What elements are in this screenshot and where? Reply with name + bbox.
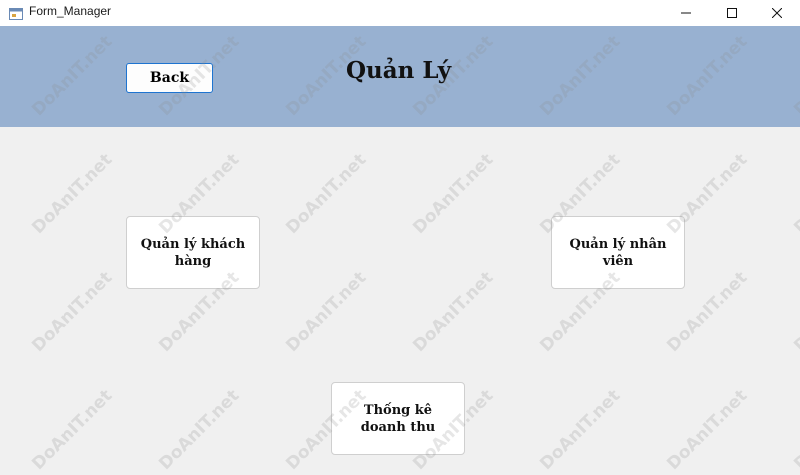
watermark-text: DoAnIT.net xyxy=(663,385,752,475)
watermark-text: DoAnIT.net xyxy=(790,385,800,475)
manage-staff-button[interactable]: Quản lý nhân viên xyxy=(551,216,685,289)
page-title: Quản Lý xyxy=(346,57,452,84)
watermark-text: DoAnIT.net xyxy=(409,149,498,239)
watermark-text: DoAnIT.net xyxy=(28,385,117,475)
close-icon xyxy=(772,8,782,18)
maximize-button[interactable] xyxy=(709,0,755,26)
watermark-text: DoAnIT.net xyxy=(28,267,117,357)
window-title: Form_Manager xyxy=(29,4,112,18)
watermark-text: DoAnIT.net xyxy=(282,267,371,357)
form-app-icon xyxy=(9,5,23,20)
window-titlebar: Form_Manager xyxy=(0,0,800,26)
watermark-text: DoAnIT.net xyxy=(28,149,117,239)
minimize-icon xyxy=(681,8,691,18)
watermark-text: DoAnIT.net xyxy=(790,149,800,239)
watermark-text: DoAnIT.net xyxy=(790,267,800,357)
watermark-text: DoAnIT.net xyxy=(282,149,371,239)
watermark-text: DoAnIT.net xyxy=(536,385,625,475)
close-button[interactable] xyxy=(754,0,800,26)
back-button[interactable]: Back xyxy=(126,63,213,93)
minimize-button[interactable] xyxy=(663,0,709,26)
watermark-text: DoAnIT.net xyxy=(155,385,244,475)
maximize-icon xyxy=(727,8,737,18)
manage-customers-button[interactable]: Quản lý khách hàng xyxy=(126,216,260,289)
watermark-text: DoAnIT.net xyxy=(409,267,498,357)
revenue-stats-button[interactable]: Thống kê doanh thu xyxy=(331,382,465,455)
